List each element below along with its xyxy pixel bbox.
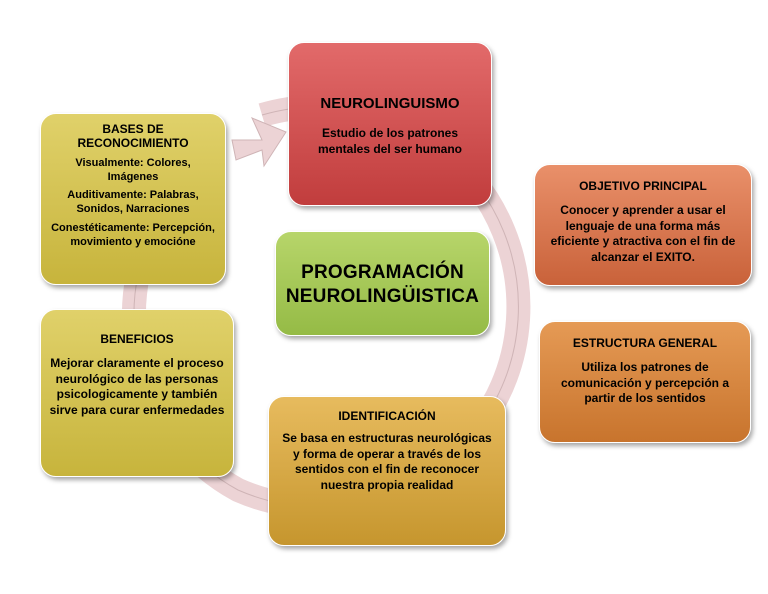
identificacion-text: Se basa en estructuras neurológicas y fo… <box>282 431 492 492</box>
beneficios-title: BENEFICIOS <box>100 332 174 346</box>
beneficios-text: Mejorar claramente el proceso neurológic… <box>49 356 225 417</box>
neurolinguismo-box: NEUROLINGUISMO Estudio de los patrones m… <box>288 42 492 206</box>
bases-conestetico: Conestéticamente: Percepción, movimiento… <box>51 221 215 248</box>
center-title-line1: PROGRAMACIÓN <box>301 262 464 283</box>
cycle-arrow-head <box>231 117 287 168</box>
neurolinguismo-title: NEUROLINGUISMO <box>320 95 460 112</box>
objetivo-text: Conocer y aprender a usar el lenguaje de… <box>550 203 736 264</box>
estructura-text: Utiliza los patrones de comunicación y p… <box>560 360 730 406</box>
estructura-title: ESTRUCTURA GENERAL <box>572 336 718 350</box>
bases-box: BASES DE RECONOCIMIENTO Visualmente: Col… <box>40 113 226 285</box>
bases-visual: Visualmente: Colores, Imágenes <box>75 156 191 183</box>
center-box: PROGRAMACIÓN NEUROLINGÜISTICA <box>275 231 490 336</box>
center-title-line2: NEUROLINGÜISTICA <box>285 286 480 307</box>
identificacion-box: IDENTIFICACIÓN Se basa en estructuras ne… <box>268 396 506 546</box>
bases-auditivo: Auditivamente: Palabras, Sonidos, Narrac… <box>67 189 199 216</box>
objetivo-box: OBJETIVO PRINCIPAL Conocer y aprender a … <box>534 164 752 286</box>
beneficios-box: BENEFICIOS Mejorar claramente el proceso… <box>40 309 234 477</box>
neurolinguismo-text: Estudio de los patrones mentales del ser… <box>317 126 463 156</box>
identificacion-title: IDENTIFICACIÓN <box>338 409 436 423</box>
estructura-box: ESTRUCTURA GENERAL Utiliza los patrones … <box>539 321 751 443</box>
bases-title: BASES DE RECONOCIMIENTO <box>77 122 189 151</box>
objetivo-title: OBJETIVO PRINCIPAL <box>579 179 707 193</box>
